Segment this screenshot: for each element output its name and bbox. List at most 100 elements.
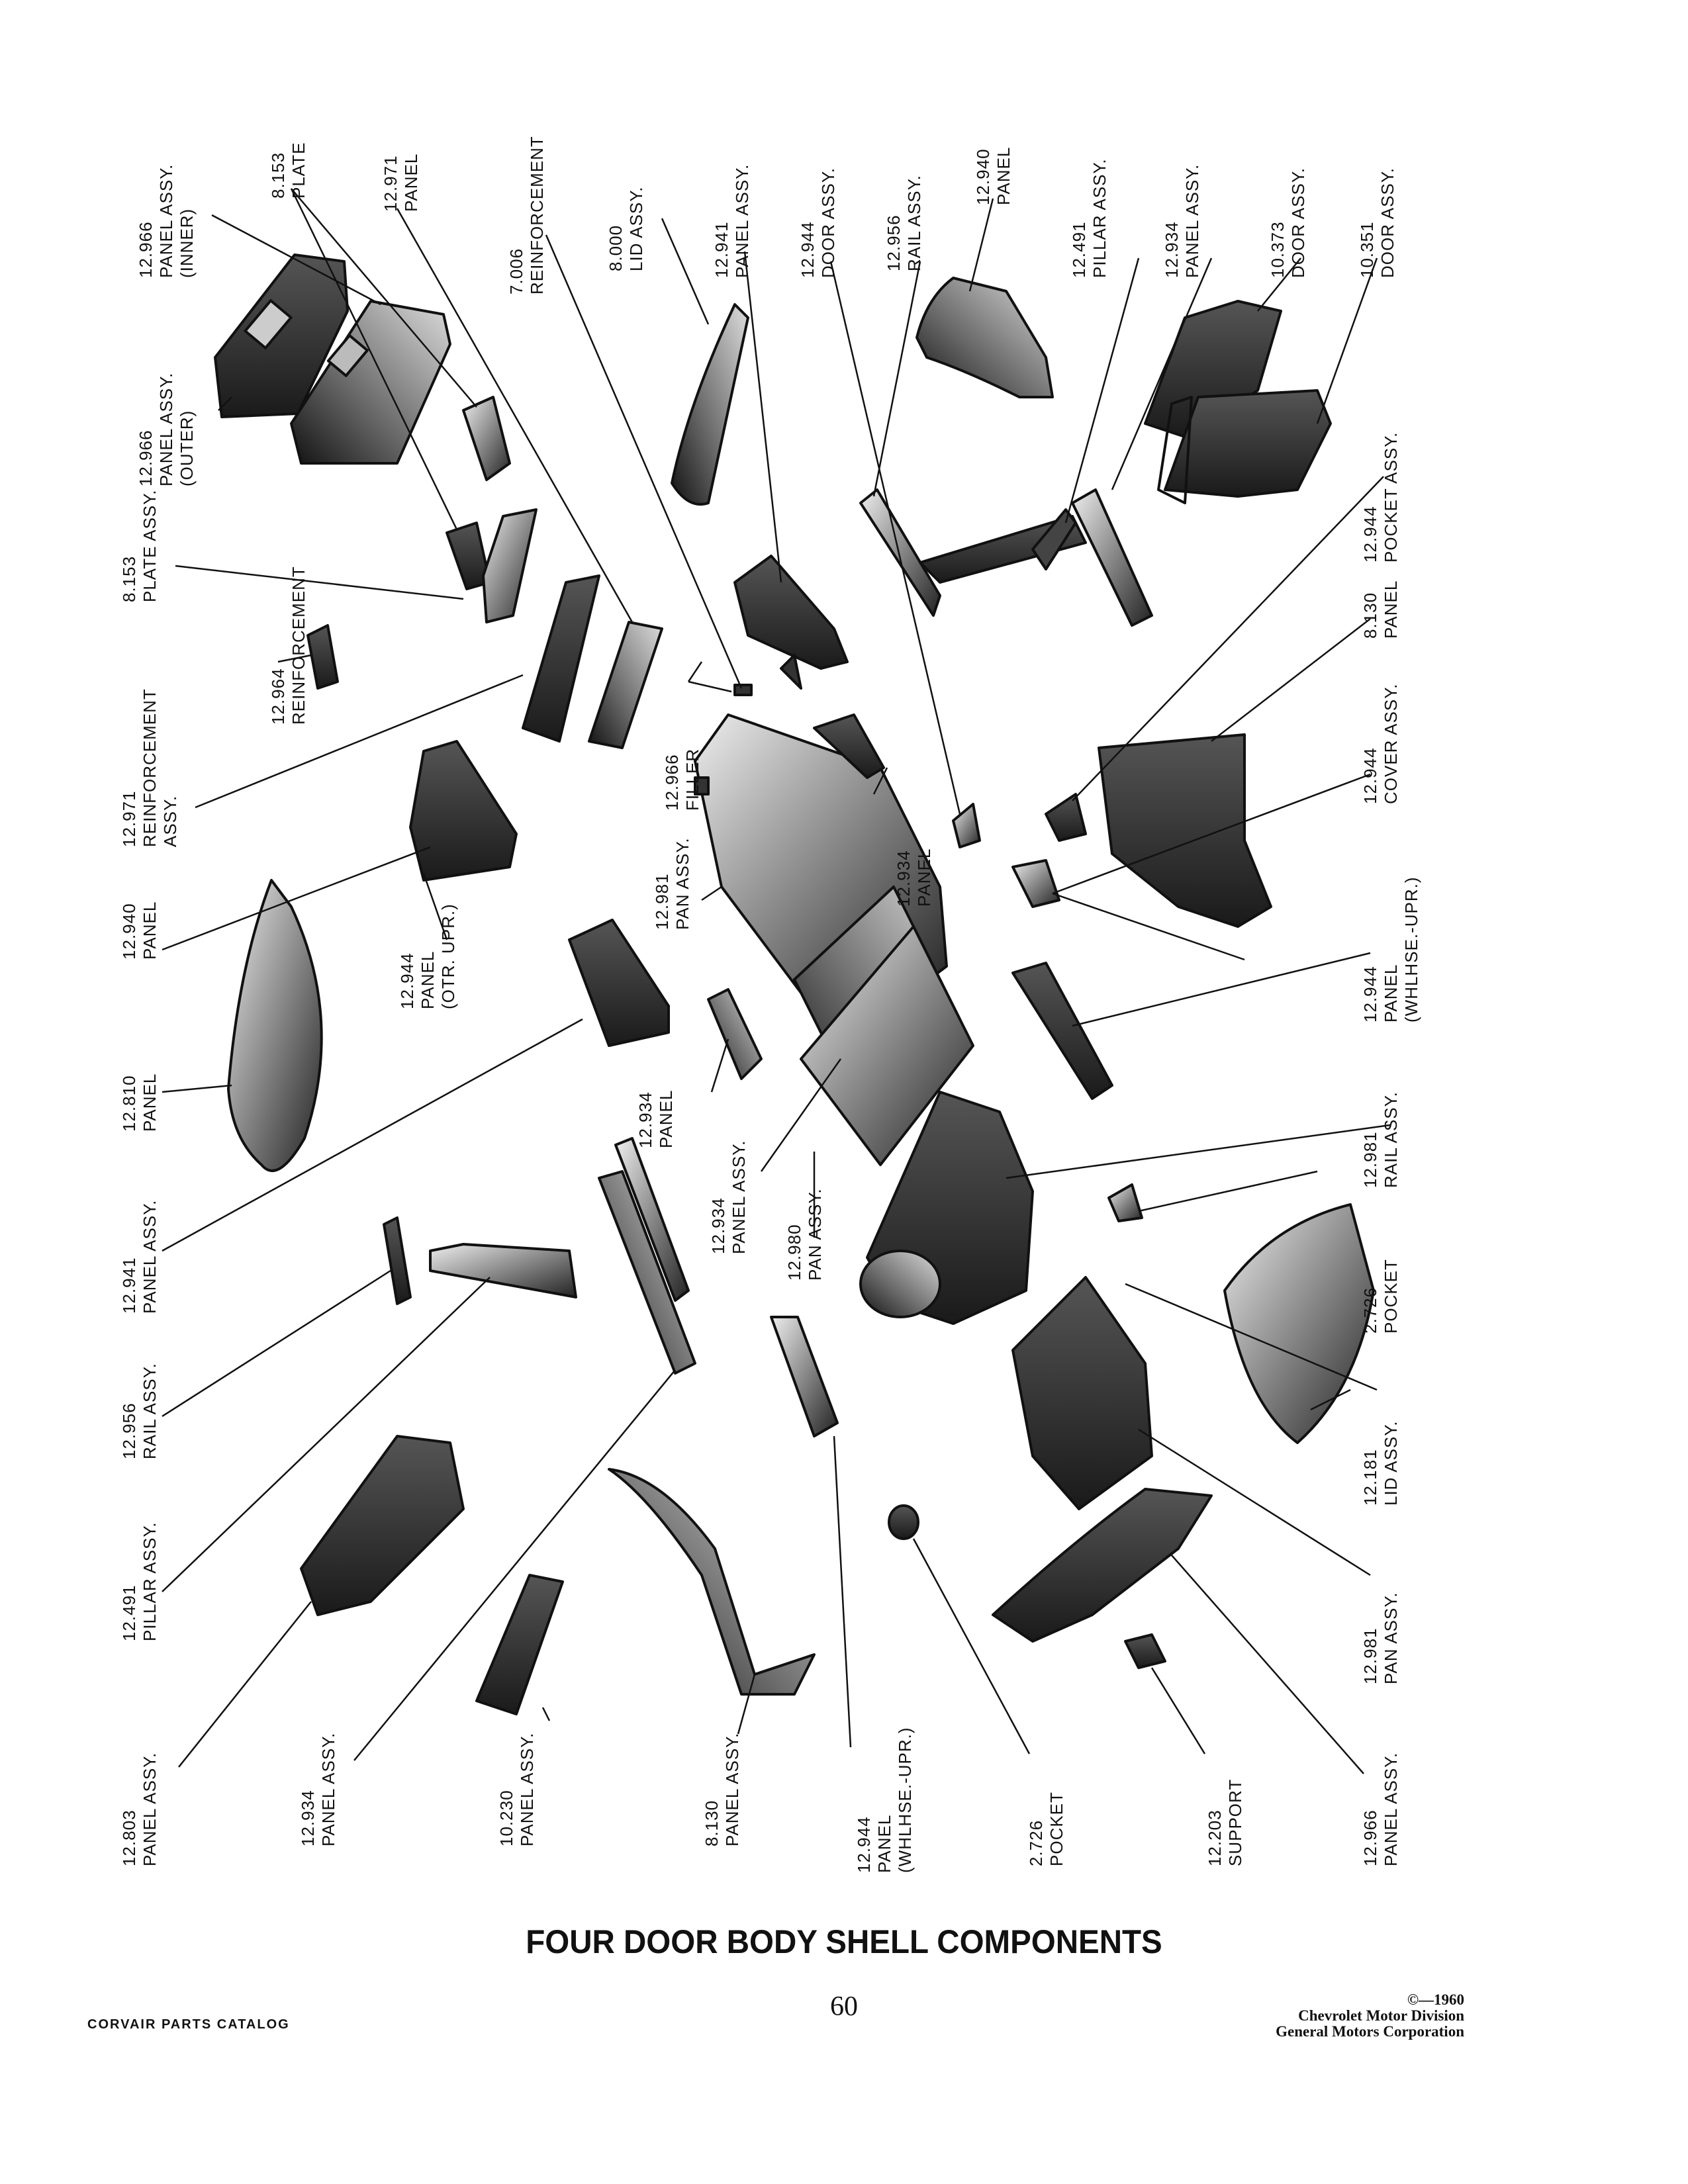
panel-otr-upr — [568, 919, 670, 1047]
pocket-assy — [1045, 793, 1087, 842]
part-label-line: PANEL — [1381, 580, 1401, 639]
part-label-line: POCKET — [1047, 1792, 1066, 1866]
plate — [462, 396, 511, 481]
parts — [214, 253, 1375, 1715]
page-title: FOUR DOOR BODY SHELL COMPONENTS — [526, 1923, 1162, 1960]
rail-assy-center — [614, 1137, 690, 1302]
part-label-line: (OUTER) — [177, 410, 197, 486]
panel-assy-12966-bot — [992, 1488, 1213, 1643]
part-label-line: 12.966 — [136, 221, 156, 278]
part-label-line: PAN ASSY. — [1381, 1592, 1401, 1684]
rear-lid — [671, 303, 749, 506]
part-label-line: REINFORCEMENT — [289, 566, 308, 725]
part-label-line: PANEL — [401, 153, 421, 212]
panel-12810 — [227, 879, 323, 1172]
part-label-line: 12.971 — [119, 790, 139, 847]
part-label-line: COVER ASSY. — [1381, 683, 1401, 805]
part-label-line: DOOR ASSY. — [1378, 167, 1397, 278]
part-label-line: PANEL — [874, 1814, 894, 1873]
part-label-line: 12.944 — [854, 1816, 874, 1873]
part-label-line: (WHLHSE.-UPR.) — [1401, 876, 1421, 1023]
rear-inner-panel — [290, 300, 451, 465]
part-label-line: RAIL ASSY. — [904, 175, 924, 271]
part-label-line: RAIL ASSY. — [1381, 1091, 1401, 1188]
part-label-line: 12.944 — [1360, 506, 1380, 563]
part-label-line: 12.491 — [1069, 221, 1089, 278]
leader-lines — [162, 188, 1391, 1774]
part-label-line: PANEL ASSY. — [1182, 163, 1202, 278]
pocket-top — [1107, 1183, 1143, 1222]
support — [1124, 1633, 1166, 1669]
part-label-line: 10.373 — [1268, 221, 1288, 278]
part-label-line: (WHLHSE.-UPR.) — [895, 1727, 915, 1873]
part-label-line: PANEL — [418, 950, 438, 1009]
part-label-line: 2.726 — [1360, 1287, 1380, 1334]
panel-12934-mid — [707, 988, 763, 1080]
front-lid — [1223, 1203, 1375, 1444]
part-label-line: 12.934 — [708, 1197, 728, 1254]
part-label-line: DOOR ASSY. — [1288, 167, 1308, 278]
part-label-line: SUPPORT — [1225, 1778, 1245, 1866]
rear-outer-panel — [214, 253, 349, 418]
part-label-line: 8.153 — [268, 152, 288, 199]
part-label-line: 2.726 — [1026, 1819, 1046, 1866]
part-label-line: PANEL — [914, 848, 934, 907]
panel-assy-10230 — [475, 1574, 564, 1715]
part-label-line: PANEL — [994, 146, 1013, 205]
filler — [780, 654, 802, 690]
pan-assy-12981 — [1011, 1276, 1153, 1510]
copyright-line: ©—1960 — [1407, 1991, 1464, 2008]
part-label-line: 12.203 — [1205, 1809, 1225, 1866]
part-label-line: 12.934 — [298, 1790, 318, 1846]
part-label-line: PANEL ASSY. — [517, 1732, 537, 1846]
copyright-block: ©—1960 Chevrolet Motor Division General … — [1276, 1992, 1464, 2040]
page-number: 60 — [830, 1991, 858, 2022]
part-label-line: PANEL ASSY. — [140, 1752, 160, 1866]
part-label-line: PANEL ASSY. — [732, 163, 752, 278]
part-label-line: PAN ASSY. — [805, 1188, 825, 1281]
part-label-line: 12.941 — [119, 1257, 139, 1314]
part-label-line: 12.956 — [884, 214, 904, 271]
pillar-assy-top — [919, 515, 1087, 584]
part-label-line: RAIL ASSY. — [140, 1363, 160, 1459]
part-label-line: PANEL — [140, 901, 160, 960]
corporation-line: General Motors Corporation — [1276, 2023, 1464, 2040]
catalog-name: CORVAIR PARTS CATALOG — [87, 2017, 290, 2032]
part-label-line: LID ASSY. — [626, 186, 646, 272]
part-label-line: PANEL ASSY. — [318, 1732, 338, 1846]
cover-assy — [1098, 733, 1272, 928]
part-label-line: FILLER — [682, 748, 702, 811]
part-label-line: PLATE — [289, 142, 308, 199]
part-label-line: 12.981 — [1360, 1131, 1380, 1188]
part-label-line: 8.000 — [606, 224, 626, 271]
reinforcement-assy — [522, 574, 600, 743]
part-label-line: 8.130 — [702, 1799, 722, 1846]
part-label-line: REINFORCEMENT — [140, 688, 160, 847]
part-label-line: PANEL ASSY. — [156, 372, 176, 486]
part-label-line: 12.971 — [381, 155, 400, 212]
part-label-line: 12.940 — [973, 148, 993, 205]
part-label-line: DOOR ASSY. — [818, 167, 838, 278]
